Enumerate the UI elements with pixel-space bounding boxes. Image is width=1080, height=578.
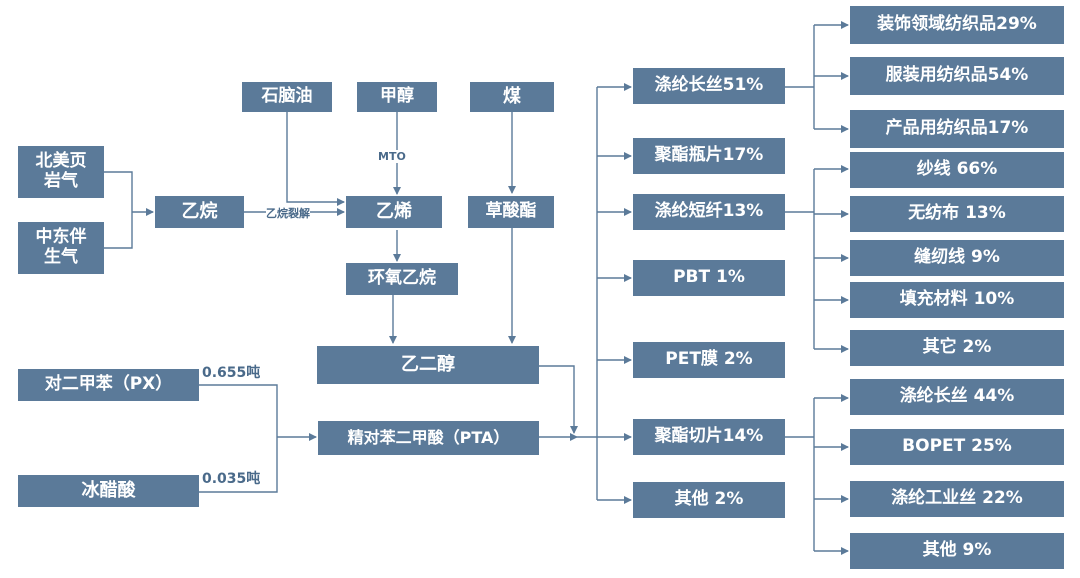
node-ethane-label: 乙烷 [181, 200, 218, 222]
node-north-america-shale-gas: 北美页岩气 [18, 146, 104, 198]
node-naphtha-label: 石脑油 [261, 86, 313, 107]
node-nonwoven: 无纺布 13% [850, 196, 1064, 232]
node-polyester-chips: 聚酯切片14% [633, 419, 785, 455]
node-industrial-yarn: 涤纶工业丝 22% [850, 481, 1064, 517]
acetic-ratio-label: 0.035吨 [202, 468, 261, 488]
node-pet-film-label: PET膜 2% [665, 349, 753, 370]
node-pbt: PBT 1% [633, 260, 785, 296]
node-naphtha: 石脑油 [242, 82, 332, 112]
node-middle-east-associated-gas: 中东伴生气 [18, 222, 104, 274]
node-polyester-chips-label: 聚酯切片14% [654, 426, 764, 447]
node-ethylene: 乙烯 [346, 196, 442, 228]
node-pet-film: PET膜 2% [633, 342, 785, 378]
node-acetic-acid: 冰醋酸 [18, 475, 199, 507]
node-other-chips: 其他 9% [850, 533, 1064, 569]
node-north-america-shale-gas-label: 北美页岩气 [35, 151, 87, 191]
node-coal: 煤 [470, 82, 554, 112]
node-dimethyl-oxalate: 草酸酯 [468, 196, 554, 228]
node-pta: 精对苯二甲酸（PTA） [318, 421, 539, 455]
node-ethylene-oxide: 环氧乙烷 [346, 263, 458, 295]
node-other-main-label: 其他 2% [674, 489, 744, 510]
node-filling-material: 填充材料 10% [850, 282, 1064, 318]
node-industrial-yarn-label: 涤纶工业丝 22% [891, 488, 1023, 509]
node-industrial-textiles: 产品用纺织品17% [850, 110, 1064, 148]
node-decorative-textiles: 装饰领域纺织品29% [850, 6, 1064, 44]
node-ethylene-glycol: 乙二醇 [317, 346, 539, 384]
node-yarn: 纱线 66% [850, 152, 1064, 188]
node-pet-bottle-chips: 聚酯瓶片17% [633, 138, 785, 174]
node-pet-bottle-chips-label: 聚酯瓶片17% [654, 145, 764, 166]
node-pbt-label: PBT 1% [673, 267, 745, 288]
node-bopet-label: BOPET 25% [902, 436, 1012, 457]
node-px-label: 对二甲苯（PX） [44, 374, 173, 395]
node-pta-label: 精对苯二甲酸（PTA） [347, 427, 510, 447]
ethane-cracking-label: 乙烷裂解 [266, 205, 310, 221]
node-nonwoven-label: 无纺布 13% [908, 203, 1006, 224]
node-other-staple-label: 其它 2% [922, 337, 992, 358]
node-industrial-textiles-label: 产品用纺织品17% [885, 118, 1029, 139]
node-other-staple: 其它 2% [850, 330, 1064, 366]
node-chips-filament: 涤纶长丝 44% [850, 379, 1064, 415]
node-other-main: 其他 2% [633, 482, 785, 518]
node-dimethyl-oxalate-label: 草酸酯 [485, 201, 537, 222]
node-ethylene-oxide-label: 环氧乙烷 [368, 268, 436, 289]
node-sewing-thread: 缝纫线 9% [850, 240, 1064, 276]
node-coal-label: 煤 [503, 85, 521, 107]
node-apparel-textiles-label: 服装用纺织品54% [885, 65, 1029, 86]
node-bopet: BOPET 25% [850, 429, 1064, 465]
node-other-chips-label: 其他 9% [922, 540, 992, 561]
node-polyester-staple-label: 涤纶短纤13% [654, 201, 764, 222]
node-methanol-label: 甲醇 [380, 86, 414, 107]
node-yarn-label: 纱线 66% [916, 159, 998, 180]
node-chips-filament-label: 涤纶长丝 44% [899, 386, 1015, 407]
node-polyester-filament-label: 涤纶长丝51% [654, 75, 764, 96]
node-ethane: 乙烷 [155, 196, 244, 228]
node-ethylene-glycol-label: 乙二醇 [401, 353, 455, 375]
node-filling-material-label: 填充材料 10% [899, 289, 1015, 310]
node-ethylene-label: 乙烯 [376, 200, 412, 222]
node-px: 对二甲苯（PX） [18, 369, 199, 401]
mto-label: MTO [378, 150, 406, 163]
node-middle-east-associated-gas-label: 中东伴生气 [35, 227, 87, 267]
px-ratio-label: 0.655吨 [202, 362, 261, 382]
node-polyester-staple: 涤纶短纤13% [633, 194, 785, 230]
node-apparel-textiles: 服装用纺织品54% [850, 57, 1064, 95]
node-decorative-textiles-label: 装饰领域纺织品29% [877, 14, 1037, 35]
node-methanol: 甲醇 [357, 82, 437, 112]
node-acetic-acid-label: 冰醋酸 [81, 479, 136, 501]
node-polyester-filament: 涤纶长丝51% [633, 68, 785, 104]
node-sewing-thread-label: 缝纫线 9% [914, 247, 1000, 268]
